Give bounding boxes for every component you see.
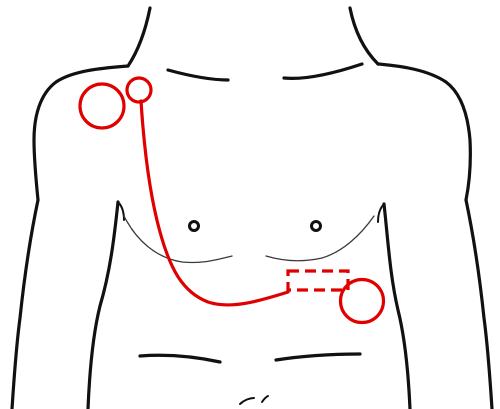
lead-line-marker — [141, 101, 288, 305]
neck-right-line — [350, 8, 378, 64]
lower-center-mark-left — [240, 398, 254, 404]
abdomen-lines — [140, 354, 360, 404]
right-abdominal-line — [276, 354, 360, 360]
red-markers — [80, 78, 384, 323]
device-side-circle-marker — [341, 280, 384, 323]
body-outline — [12, 8, 492, 409]
right-clavicle-line — [284, 64, 362, 78]
left-abdominal-line — [140, 355, 220, 362]
lower-center-mark-right — [262, 396, 268, 402]
shoulder-circle-marker — [80, 84, 124, 128]
device-dashed-rect-marker — [288, 271, 348, 290]
right-arm-outer-line — [466, 200, 492, 409]
right-shoulder-line — [378, 64, 470, 200]
left-nipple — [190, 222, 199, 231]
left-arm-outer-line — [12, 200, 38, 409]
neck-left-line — [128, 8, 150, 66]
left-clavicle-line — [168, 70, 228, 80]
left-torso-side-line — [88, 202, 118, 409]
right-torso-side-line — [384, 204, 410, 409]
right-nipple — [312, 222, 321, 231]
left-pectoral-line — [124, 216, 232, 263]
clavicle-entry-circle-marker — [127, 78, 151, 102]
